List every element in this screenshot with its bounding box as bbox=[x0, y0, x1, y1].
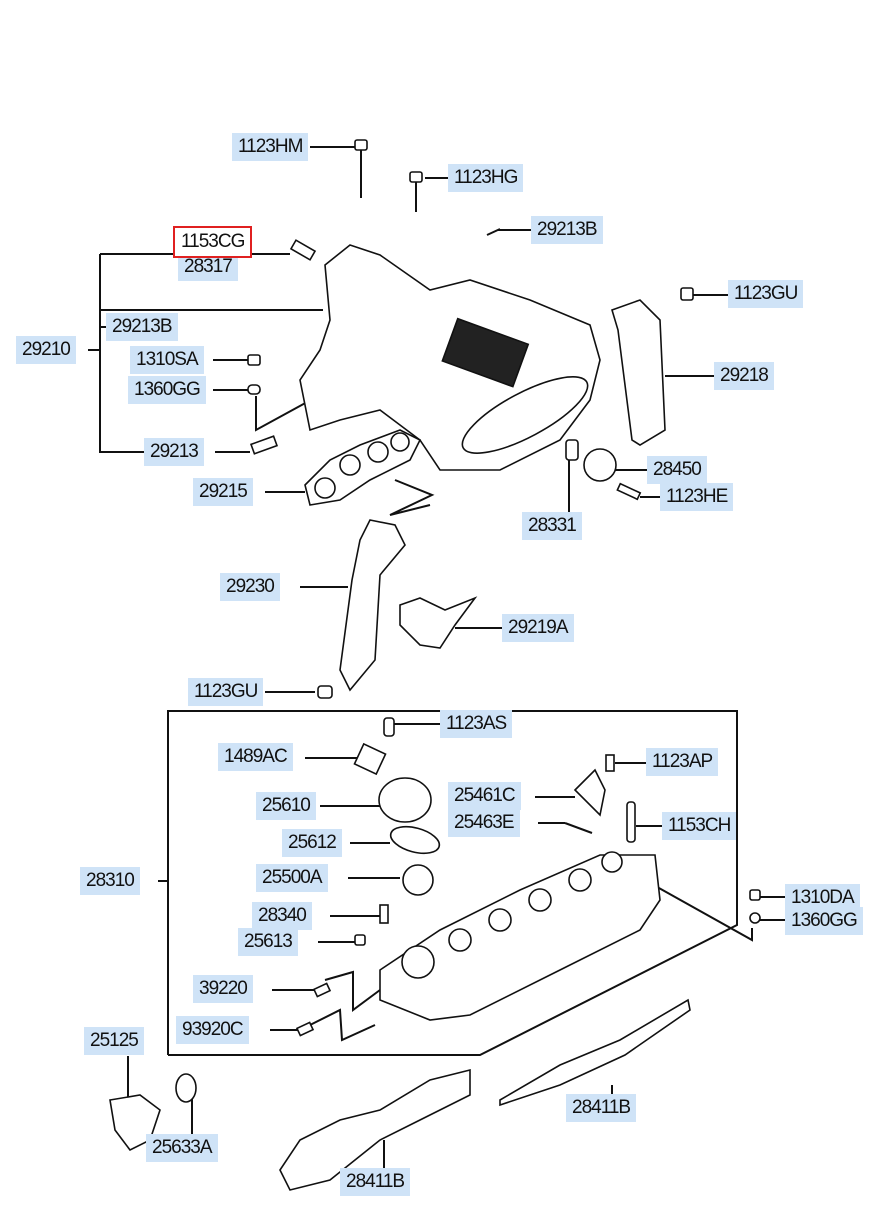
part-label-25610[interactable]: 25610 bbox=[256, 792, 316, 820]
part-label-28340[interactable]: 28340 bbox=[252, 902, 312, 930]
part-label-1123HE[interactable]: 1123HE bbox=[660, 483, 734, 511]
part-label-25500A[interactable]: 25500A bbox=[256, 864, 328, 892]
part-label-29218[interactable]: 29218 bbox=[714, 362, 774, 390]
part-label-1360GG-bottom[interactable]: 1360GG bbox=[785, 907, 863, 935]
part-label-1310SA[interactable]: 1310SA bbox=[130, 346, 204, 374]
part-label-1153CH[interactable]: 1153CH bbox=[662, 812, 737, 840]
part-label-28450[interactable]: 28450 bbox=[647, 456, 707, 484]
part-label-28411B-bottom[interactable]: 28411B bbox=[340, 1168, 411, 1196]
part-label-1123GU-top[interactable]: 1123GU bbox=[728, 280, 804, 308]
part-label-25461C[interactable]: 25461C bbox=[448, 782, 521, 810]
part-label-25613[interactable]: 25613 bbox=[238, 928, 298, 956]
part-label-1123HG[interactable]: 1123HG bbox=[448, 164, 524, 192]
part-label-1360GG-top[interactable]: 1360GG bbox=[128, 376, 206, 404]
part-label-29219A[interactable]: 29219A bbox=[502, 614, 574, 642]
part-label-25633A[interactable]: 25633A bbox=[146, 1134, 218, 1162]
part-label-25463E[interactable]: 25463E bbox=[448, 809, 520, 837]
leader-lines bbox=[88, 146, 790, 1168]
part-label-29230[interactable]: 29230 bbox=[220, 573, 280, 601]
part-label-1123AP[interactable]: 1123AP bbox=[646, 748, 719, 776]
part-label-28411B-right[interactable]: 28411B bbox=[566, 1094, 637, 1122]
part-label-1153CG-selected[interactable]: 1153CG bbox=[172, 226, 253, 258]
part-label-28331[interactable]: 28331 bbox=[522, 512, 582, 540]
part-label-29215[interactable]: 29215 bbox=[193, 478, 253, 506]
part-label-29213B-top[interactable]: 29213B bbox=[531, 216, 603, 244]
part-label-1489AC[interactable]: 1489AC bbox=[218, 743, 293, 771]
part-label-1123HM[interactable]: 1123HM bbox=[232, 133, 309, 161]
part-label-39220[interactable]: 39220 bbox=[193, 975, 253, 1003]
part-label-28310[interactable]: 28310 bbox=[80, 867, 140, 895]
part-label-25612[interactable]: 25612 bbox=[282, 829, 342, 857]
part-label-28317[interactable]: 28317 bbox=[178, 253, 238, 281]
part-label-29213[interactable]: 29213 bbox=[144, 438, 204, 466]
part-label-1123GU-bottom[interactable]: 1123GU bbox=[188, 678, 264, 706]
part-label-25125[interactable]: 25125 bbox=[84, 1027, 144, 1055]
part-label-93920C[interactable]: 93920C bbox=[176, 1016, 249, 1044]
part-label-29210[interactable]: 29210 bbox=[16, 336, 76, 364]
part-label-1123AS[interactable]: 1123AS bbox=[440, 710, 513, 738]
part-label-29213B-left[interactable]: 29213B bbox=[106, 313, 178, 341]
part-sketches bbox=[109, 139, 761, 1191]
